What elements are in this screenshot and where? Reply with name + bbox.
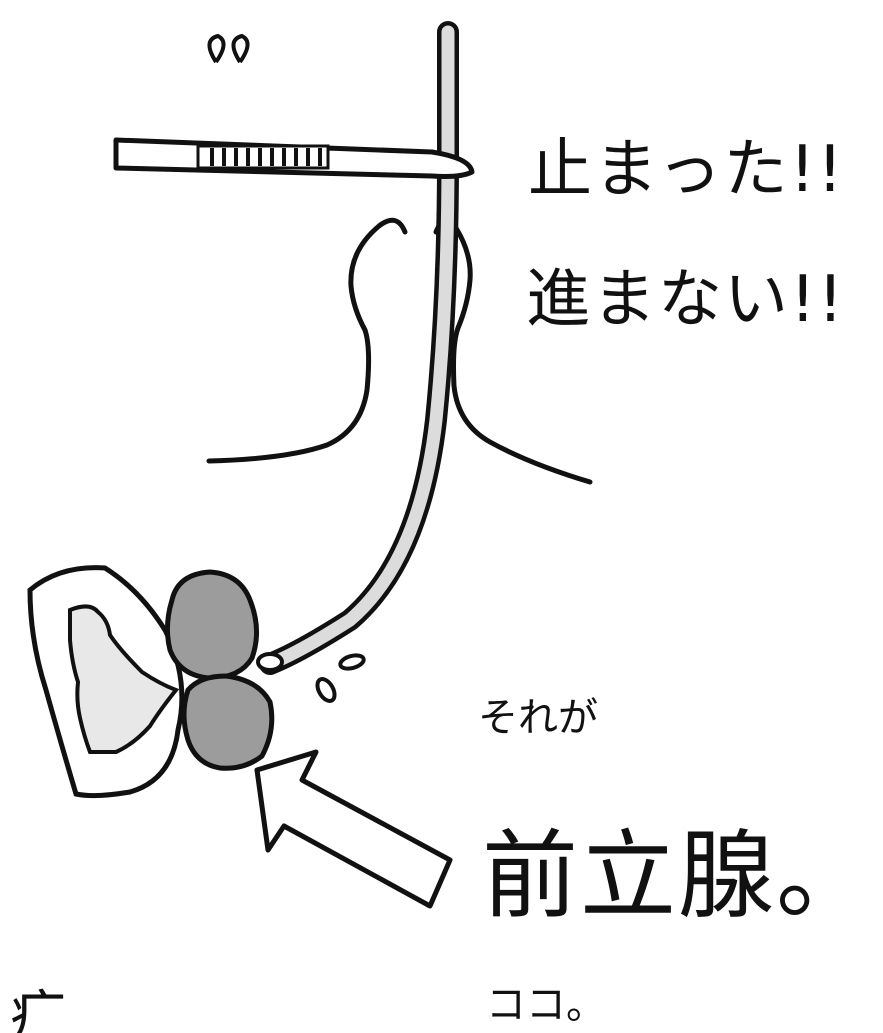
drop-icon — [315, 677, 337, 703]
penis-outline — [206, 217, 408, 464]
penis-outline — [433, 218, 593, 485]
label-stopped: 止まった!! — [528, 133, 845, 207]
label-prostate: 前立腺。 — [482, 820, 874, 932]
forceps-grip-ridges — [210, 148, 322, 166]
catheter-tube — [263, 25, 455, 671]
label-here: ココ。 — [486, 982, 606, 1028]
bladder-lumen — [68, 604, 180, 754]
sweat-drop-icon — [231, 33, 250, 64]
sweat-drop-icon — [207, 33, 226, 64]
prostate-lobe-upper — [164, 569, 259, 681]
prostate-lobe-lower — [181, 673, 275, 771]
catheter-tip — [256, 652, 284, 672]
label-that-is: それが — [478, 695, 598, 741]
drop-icon — [338, 653, 366, 671]
catheter-tube — [259, 21, 459, 675]
label-partial: 疒 — [10, 985, 66, 1033]
arrow-icon — [254, 749, 453, 909]
label-wont-advance: 進まない!! — [526, 263, 846, 337]
